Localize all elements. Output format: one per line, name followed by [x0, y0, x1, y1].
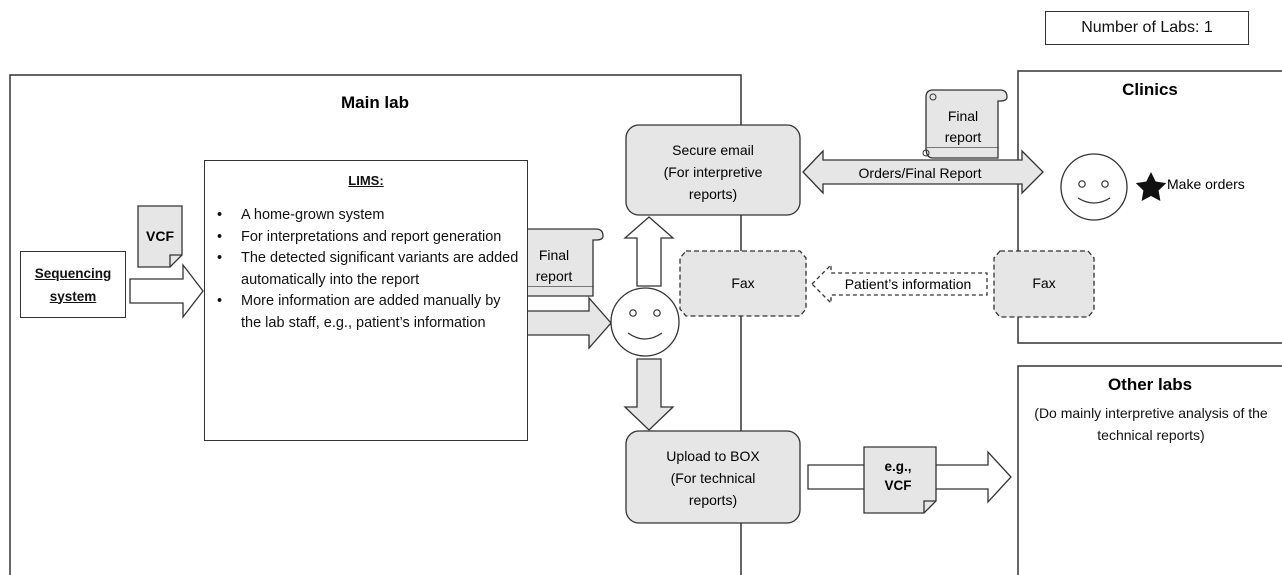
sequencing-to-lims-arrow: [129, 263, 204, 319]
star-icon: [1135, 172, 1167, 201]
lims-item: A home-grown system: [215, 205, 519, 227]
lims-item: The detected significant variants are ad…: [215, 248, 519, 291]
eg-vcf-document-icon: e.g., VCF: [863, 446, 937, 514]
clinics-container: [1017, 70, 1282, 344]
main-lab-container: [9, 74, 742, 575]
eg-vcf-line2: VCF: [885, 478, 912, 493]
fax-main-box: Fax: [679, 250, 807, 317]
main-lab-title: Main lab: [341, 93, 409, 112]
other-labs-description: (Do mainly interpretive analysis of the …: [1034, 405, 1268, 443]
lims-list: A home-grown system For interpretations …: [215, 205, 519, 334]
vcf-document-icon: VCF: [137, 205, 183, 268]
orders-final-report-label: Orders/Final Report: [859, 165, 982, 181]
lab-staff-smiley-icon: [610, 287, 680, 357]
clinics-final-report-scroll-icon: Final report: [922, 89, 1008, 159]
secure-email-line3: reports): [689, 186, 737, 202]
upload-box-line2: (For technical: [671, 470, 756, 486]
secure-email-box: Secure email (For interpretive reports): [625, 124, 801, 216]
fax-clinics-box: Fax: [993, 250, 1095, 318]
upload-box-line1: Upload to BOX: [666, 448, 760, 464]
lims-title: LIMS:: [348, 173, 384, 188]
secure-email-line2: (For interpretive: [664, 164, 763, 180]
secure-email-line1: Secure email: [672, 142, 754, 158]
lims-item: More information are added manually by t…: [215, 291, 519, 334]
sequencing-system-label: Sequencing system: [34, 265, 112, 304]
make-orders-label: Make orders: [1167, 176, 1245, 192]
patient-information-label: Patient’s information: [845, 276, 972, 292]
labs-counter: Number of Labs: 1: [1045, 11, 1249, 45]
patient-information-arrow: [811, 263, 988, 305]
fax-clinics-label: Fax: [1032, 275, 1055, 291]
orders-final-report-double-arrow: [802, 149, 1044, 195]
sequencing-system-box: Sequencing system: [20, 251, 126, 318]
upload-box-line3: reports): [689, 492, 737, 508]
fax-main-label: Fax: [731, 275, 754, 291]
other-labs-container: [1017, 365, 1282, 575]
clinics-final-report-line2: report: [945, 129, 982, 145]
clinics-final-report-line1: Final: [948, 108, 978, 124]
other-labs-title: Other labs: [1108, 375, 1192, 394]
staff-to-email-arrow: [623, 216, 675, 287]
lims-box: LIMS: A home-grown system For interpreta…: [204, 160, 528, 441]
staff-to-box-arrow: [623, 358, 675, 431]
clinic-smiley-icon: [1060, 153, 1128, 221]
final-report-line2: report: [536, 268, 573, 284]
vcf-label: VCF: [146, 228, 174, 244]
upload-box: Upload to BOX (For technical reports): [625, 430, 801, 524]
clinics-title: Clinics: [1122, 80, 1178, 99]
final-report-scroll-icon: Final report: [510, 228, 604, 297]
eg-vcf-line1: e.g.,: [884, 459, 911, 474]
lims-item: For interpretations and report generatio…: [215, 227, 519, 249]
final-report-line1: Final: [539, 247, 569, 263]
